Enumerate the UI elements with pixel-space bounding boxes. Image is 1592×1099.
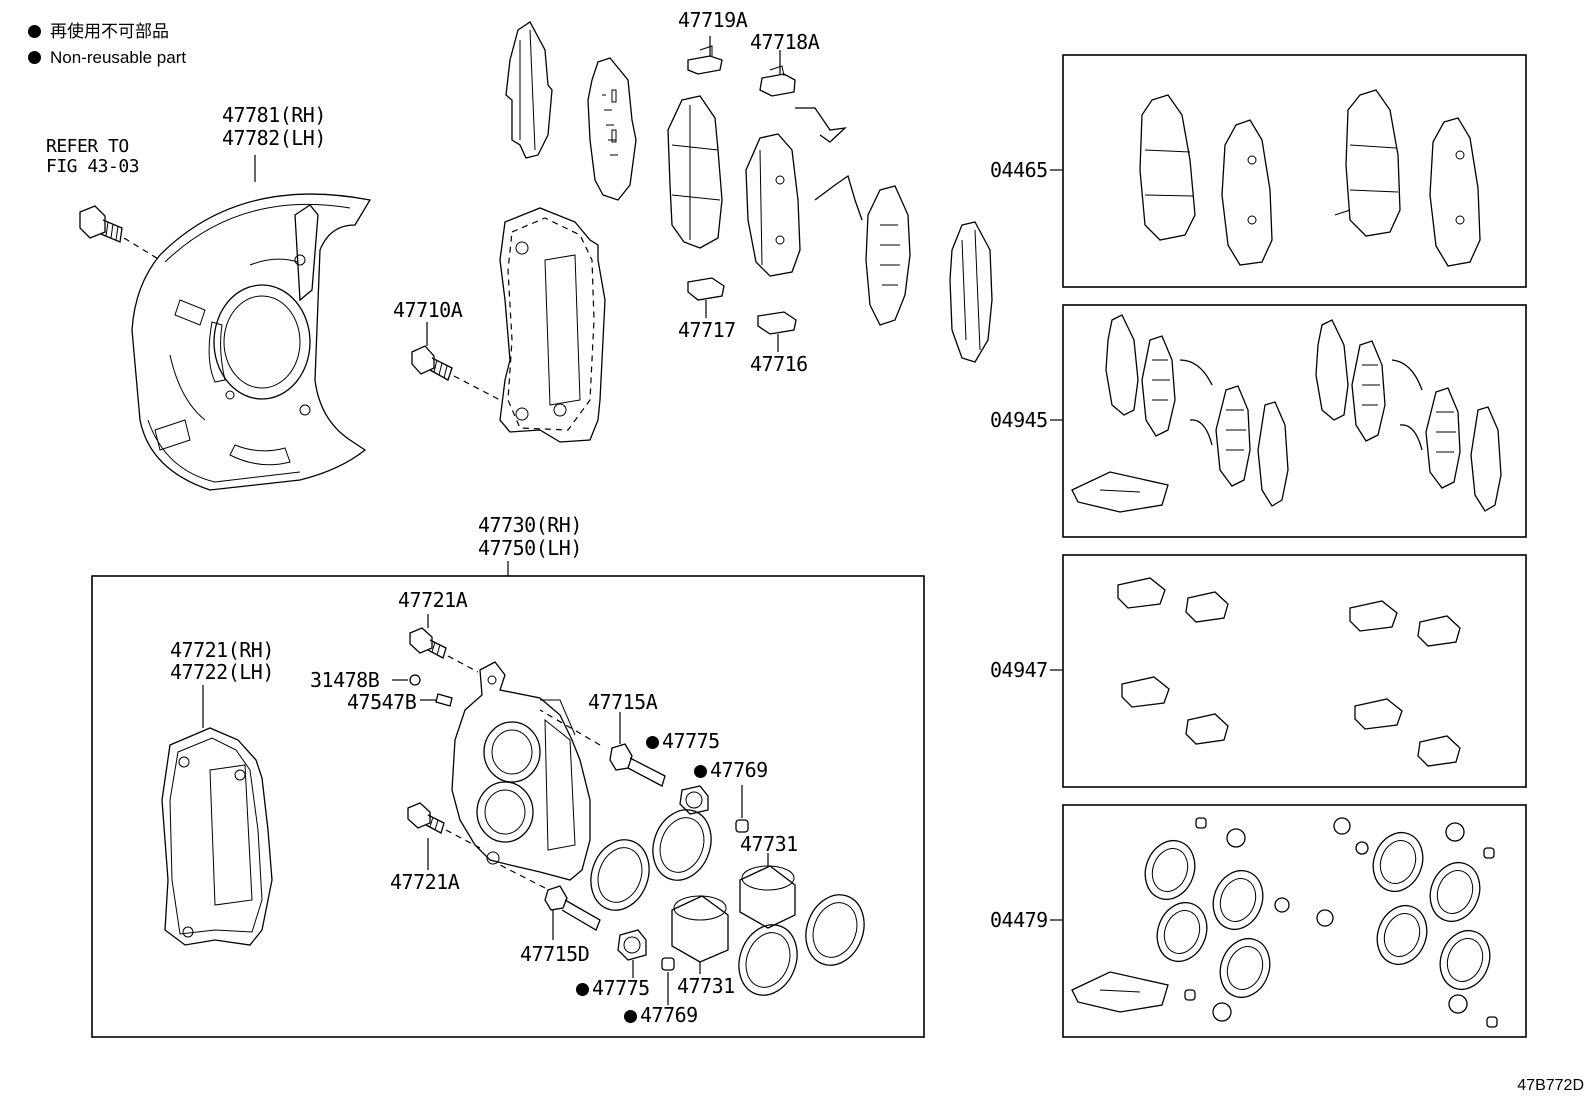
kit-label-04947[interactable]: 04947 [990, 658, 1048, 682]
kit-04479-seals-drawing [1071, 817, 1498, 1028]
part-label-47715A[interactable]: 47715A [588, 690, 658, 714]
part-label-47731-bottom[interactable]: 47731 [677, 974, 735, 998]
disc-brake-dust-cover-drawing [131, 193, 372, 491]
kit-04945-frame [1062, 304, 1527, 538]
kit-label-04945[interactable]: 04945 [990, 408, 1048, 432]
part-label-31478B[interactable]: 31478B [310, 668, 380, 692]
non-reusable-dot-icon [624, 1010, 637, 1023]
part-label-47769-bottom[interactable]: 47769 [624, 1005, 698, 1025]
mounting-bracket-upper-drawing [499, 207, 606, 443]
part-label-47781[interactable]: 47781(RH) [222, 103, 326, 127]
part-label-47775-bottom[interactable]: 47775 [576, 978, 650, 998]
non-reusable-dot-icon [576, 983, 589, 996]
kit-label-04479[interactable]: 04479 [990, 908, 1048, 932]
part-label-47717[interactable]: 47717 [678, 318, 736, 342]
part-label-47719A[interactable]: 47719A [678, 8, 748, 32]
kit-04465-pads-drawing [1139, 89, 1481, 267]
non-reusable-dot-icon [28, 51, 41, 64]
part-label-47721[interactable]: 47721(RH) [170, 638, 274, 662]
kit-04479-frame [1062, 804, 1527, 1038]
legend-en-text: Non-reusable part [50, 48, 187, 67]
refer-fig-label: FIG 43-03 [46, 156, 140, 177]
mounting-bracket-lower-drawing [161, 727, 273, 946]
part-label-47775-top-text: 47775 [662, 729, 720, 753]
part-label-47716[interactable]: 47716 [750, 352, 808, 376]
part-label-47710A[interactable]: 47710A [393, 298, 463, 322]
caliper-body-drawing [451, 661, 591, 881]
shims-and-pads-drawing [505, 21, 993, 363]
legend-jp: 再使用不可部品 [28, 22, 169, 42]
non-reusable-dot-icon [694, 765, 707, 778]
part-label-47715D[interactable]: 47715D [520, 942, 590, 966]
kit-label-04465[interactable]: 04465 [990, 158, 1048, 182]
part-label-47547B[interactable]: 47547B [347, 690, 417, 714]
refer-bolt-drawing [79, 205, 161, 261]
kit-04465-frame [1062, 54, 1527, 288]
part-label-47731-top[interactable]: 47731 [740, 832, 798, 856]
part-label-47769-top-text: 47769 [710, 758, 768, 782]
kit-04947-clips-drawing [1117, 577, 1461, 767]
diagram-reference-id: 47B772D [1517, 1077, 1584, 1094]
part-label-47721A-bottom[interactable]: 47721A [390, 870, 460, 894]
part-label-47775-bottom-text: 47775 [592, 976, 650, 1000]
part-label-47782[interactable]: 47782(LH) [222, 126, 326, 150]
non-reusable-dot-icon [28, 25, 41, 38]
refer-to-label: REFER TO [46, 136, 129, 157]
part-label-47750[interactable]: 47750(LH) [478, 536, 582, 560]
kit-04945-shims-drawing [1071, 314, 1502, 513]
part-label-47721A-top[interactable]: 47721A [398, 588, 468, 612]
bolt-47710A-drawing [411, 345, 501, 401]
caliper-small-parts-drawing [407, 627, 865, 996]
part-label-47730[interactable]: 47730(RH) [478, 513, 582, 537]
part-label-47722[interactable]: 47722(LH) [170, 660, 274, 684]
part-label-47769-top[interactable]: 47769 [694, 760, 768, 780]
legend-en: Non-reusable part [28, 48, 186, 68]
part-label-47769-bottom-text: 47769 [640, 1003, 698, 1027]
part-label-47718A[interactable]: 47718A [750, 30, 820, 54]
part-label-47775-top[interactable]: 47775 [646, 731, 720, 751]
kit-04947-frame [1062, 554, 1527, 788]
non-reusable-dot-icon [646, 736, 659, 749]
clips-drawing [687, 45, 797, 335]
legend-jp-text: 再使用不可部品 [50, 22, 169, 41]
